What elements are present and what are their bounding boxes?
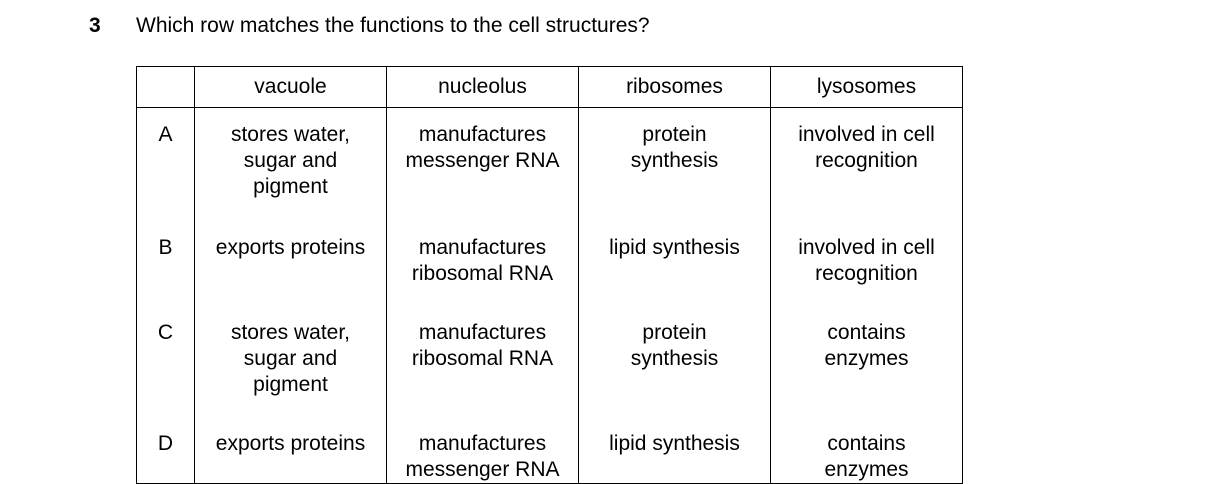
lysosomes-cell: involved in cell recognition (770, 221, 963, 306)
ribosomes-cell: lipid synthesis (578, 221, 771, 306)
header-cell-ribosomes: ribosomes (578, 66, 771, 108)
header-cell-nucleolus: nucleolus (386, 66, 579, 108)
row-letter: A (136, 107, 195, 221)
row-letter: D (136, 419, 195, 484)
row-letter: B (136, 221, 195, 306)
table-row-d: D exports proteins manufactures messenge… (136, 419, 963, 484)
nucleolus-cell: manufactures ribosomal RNA (386, 306, 579, 419)
vacuole-cell: stores water, sugar and pigment (194, 107, 387, 221)
nucleolus-cell: manufactures ribosomal RNA (386, 221, 579, 306)
question-text: Which row matches the functions to the c… (136, 14, 650, 37)
question-number: 3 (89, 14, 101, 37)
vacuole-cell: exports proteins (194, 419, 387, 484)
table-row-b: B exports proteins manufactures ribosoma… (136, 221, 963, 306)
ribosomes-cell: protein synthesis (578, 107, 771, 221)
lysosomes-cell: contains enzymes (770, 306, 963, 419)
header-cell-lysosomes: lysosomes (770, 66, 963, 108)
header-cell-blank (136, 66, 195, 108)
header-row: vacuole nucleolus ribosomes lysosomes (136, 66, 963, 108)
lysosomes-cell: contains enzymes (770, 419, 963, 484)
nucleolus-cell: manufactures messenger RNA (386, 107, 579, 221)
table-row-a: A stores water, sugar and pigment manufa… (136, 107, 963, 221)
nucleolus-cell: manufactures messenger RNA (386, 419, 579, 484)
vacuole-cell: stores water, sugar and pigment (194, 306, 387, 419)
table-row-c: C stores water, sugar and pigment manufa… (136, 306, 963, 419)
answer-table: vacuole nucleolus ribosomes lysosomes A … (136, 66, 963, 484)
ribosomes-cell: protein synthesis (578, 306, 771, 419)
header-cell-vacuole: vacuole (194, 66, 387, 108)
lysosomes-cell: involved in cell recognition (770, 107, 963, 221)
vacuole-cell: exports proteins (194, 221, 387, 306)
row-letter: C (136, 306, 195, 419)
ribosomes-cell: lipid synthesis (578, 419, 771, 484)
